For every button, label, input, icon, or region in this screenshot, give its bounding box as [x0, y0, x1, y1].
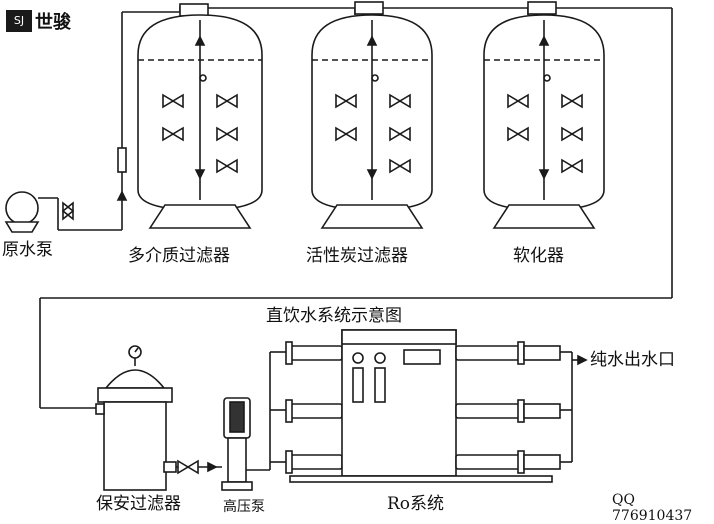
raw-pump-label: 原水泵 — [2, 240, 53, 260]
high-pressure-pump-label: 高压泵 — [223, 499, 265, 515]
pressure-gauge-icon — [128, 345, 142, 359]
logo-text: 世骏 — [35, 12, 71, 33]
carbon-filter-label: 活性炭过滤器 — [306, 246, 408, 266]
logo-mark: SJ — [6, 10, 32, 32]
flow-arrow-icon — [207, 461, 218, 473]
diagram-title: 直饮水系统示意图 — [266, 306, 402, 326]
brand-logo: SJ 世骏 — [6, 8, 71, 34]
valve-icon — [177, 459, 199, 475]
flow-arrow-icon — [116, 190, 128, 201]
security-filter-label: 保安过滤器 — [96, 494, 181, 514]
outlet-label: 纯水出水口 — [590, 350, 675, 370]
multimedia-filter-label: 多介质过滤器 — [128, 246, 230, 266]
valve-icon — [162, 93, 238, 174]
flowmeter-icon — [117, 147, 127, 173]
valve-icon — [335, 93, 411, 174]
ro-system-label: Ro系统 — [387, 494, 445, 514]
multimedia-filter-tank — [137, 14, 263, 229]
security-filter — [95, 358, 177, 491]
ro-system — [270, 329, 573, 483]
valve-icon — [61, 201, 75, 221]
softener-tank — [483, 14, 605, 229]
softener-label: 软化器 — [513, 246, 564, 266]
contact-info: QQ 776910437 — [612, 492, 693, 524]
flow-arrow-icon — [577, 354, 588, 366]
high-pressure-pump — [221, 397, 270, 491]
raw-pump-icon — [4, 191, 122, 233]
valve-icon — [507, 93, 583, 174]
carbon-filter-tank — [311, 14, 433, 229]
